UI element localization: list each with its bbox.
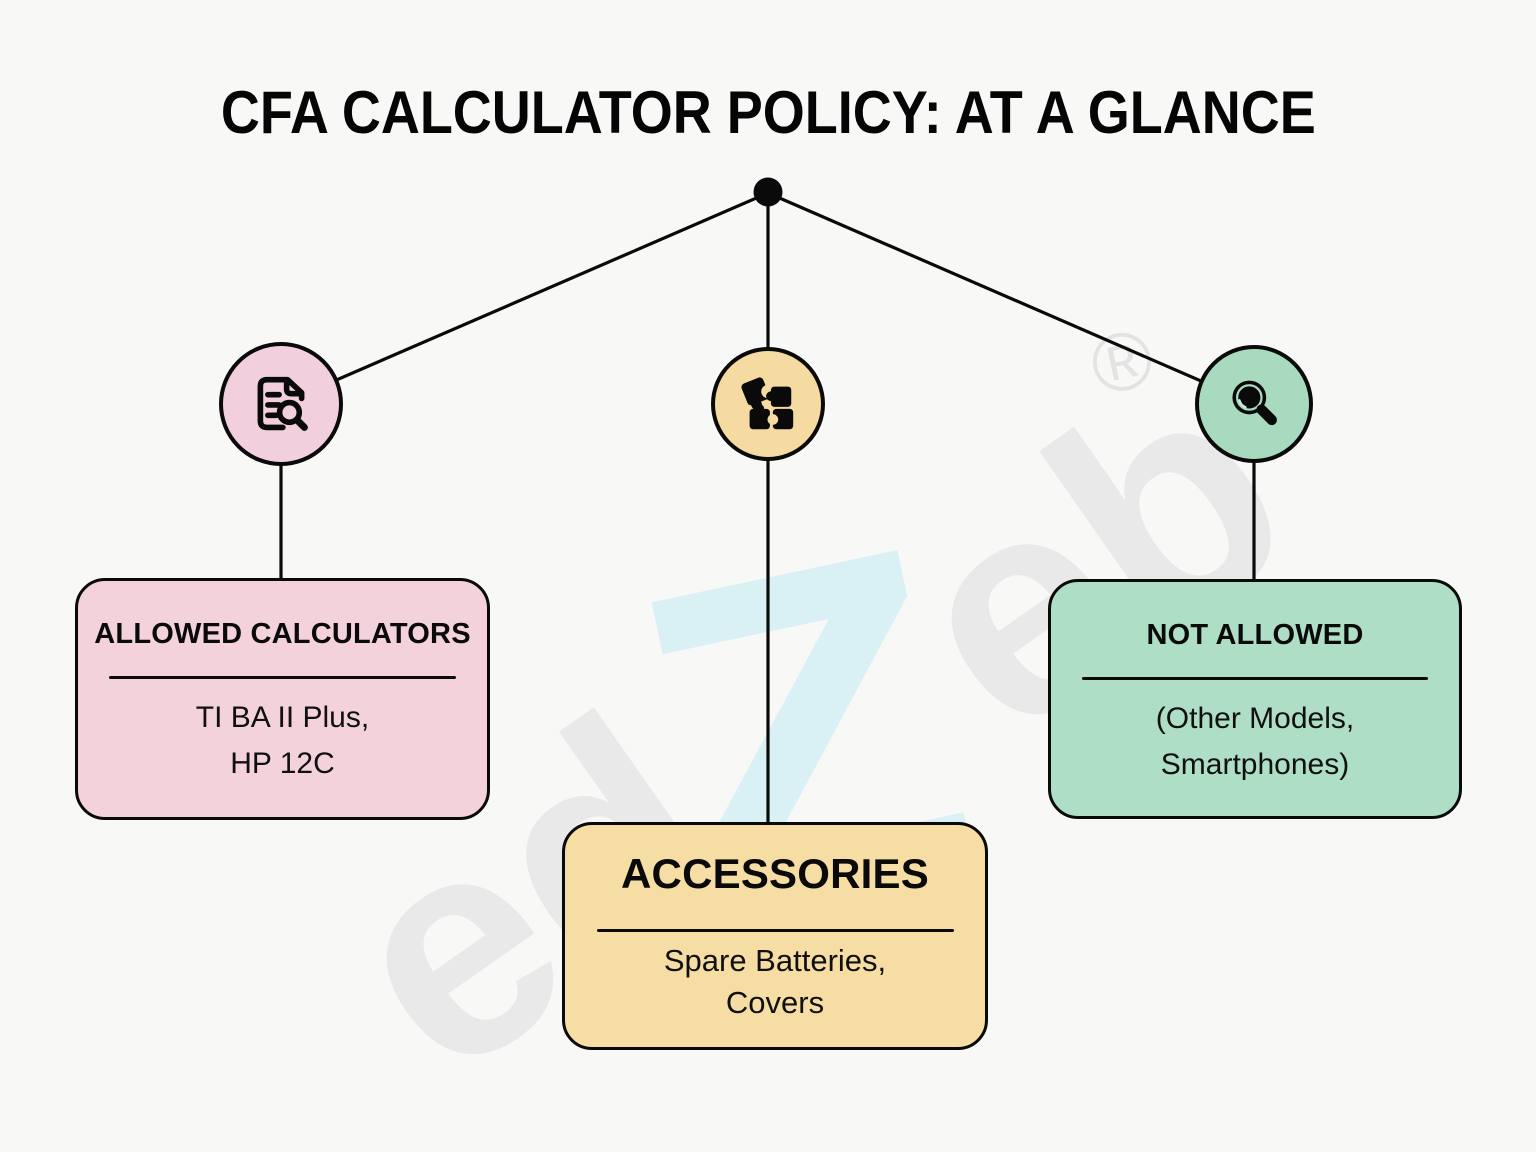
card-line: Smartphones) <box>1160 747 1350 781</box>
card-divider <box>1081 676 1429 680</box>
not-allowed-circle <box>1195 345 1313 463</box>
card-divider <box>108 675 457 679</box>
card-line: TI BA II Plus, <box>195 700 370 734</box>
card-line: Spare Batteries, <box>663 943 887 979</box>
card-heading: NOT ALLOWED <box>1146 619 1364 651</box>
magnifying-glass-icon <box>1232 380 1277 426</box>
page-title-text: CFA CALCULATOR POLICY: AT A GLANCE <box>220 79 1316 146</box>
card-body: TI BA II Plus, HP 12C <box>196 695 369 787</box>
card-body: Spare Batteries, Covers <box>664 940 886 1024</box>
card-divider <box>596 929 954 933</box>
allowed-calculators-card: ALLOWED CALCULATORS TI BA II Plus, HP 12… <box>75 578 490 820</box>
root-node-dot <box>753 177 783 207</box>
card-line: HP 12C <box>230 746 335 780</box>
accessories-card: ACCESSORIES Spare Batteries, Covers <box>562 822 988 1050</box>
card-line: (Other Models, <box>1155 701 1355 735</box>
accessories-circle <box>711 347 825 461</box>
document-search-icon <box>257 376 308 431</box>
puzzle-pieces-icon <box>741 377 794 430</box>
allowed-calculators-circle <box>219 342 343 466</box>
not-allowed-card: NOT ALLOWED (Other Models, Smartphones) <box>1048 579 1462 819</box>
card-heading: ALLOWED CALCULATORS <box>94 618 471 650</box>
card-line: Covers <box>725 985 825 1021</box>
card-heading: ACCESSORIES <box>621 850 929 897</box>
page-title: CFA CALCULATOR POLICY: AT A GLANCE <box>0 78 1536 147</box>
card-body: (Other Models, Smartphones) <box>1156 696 1354 788</box>
